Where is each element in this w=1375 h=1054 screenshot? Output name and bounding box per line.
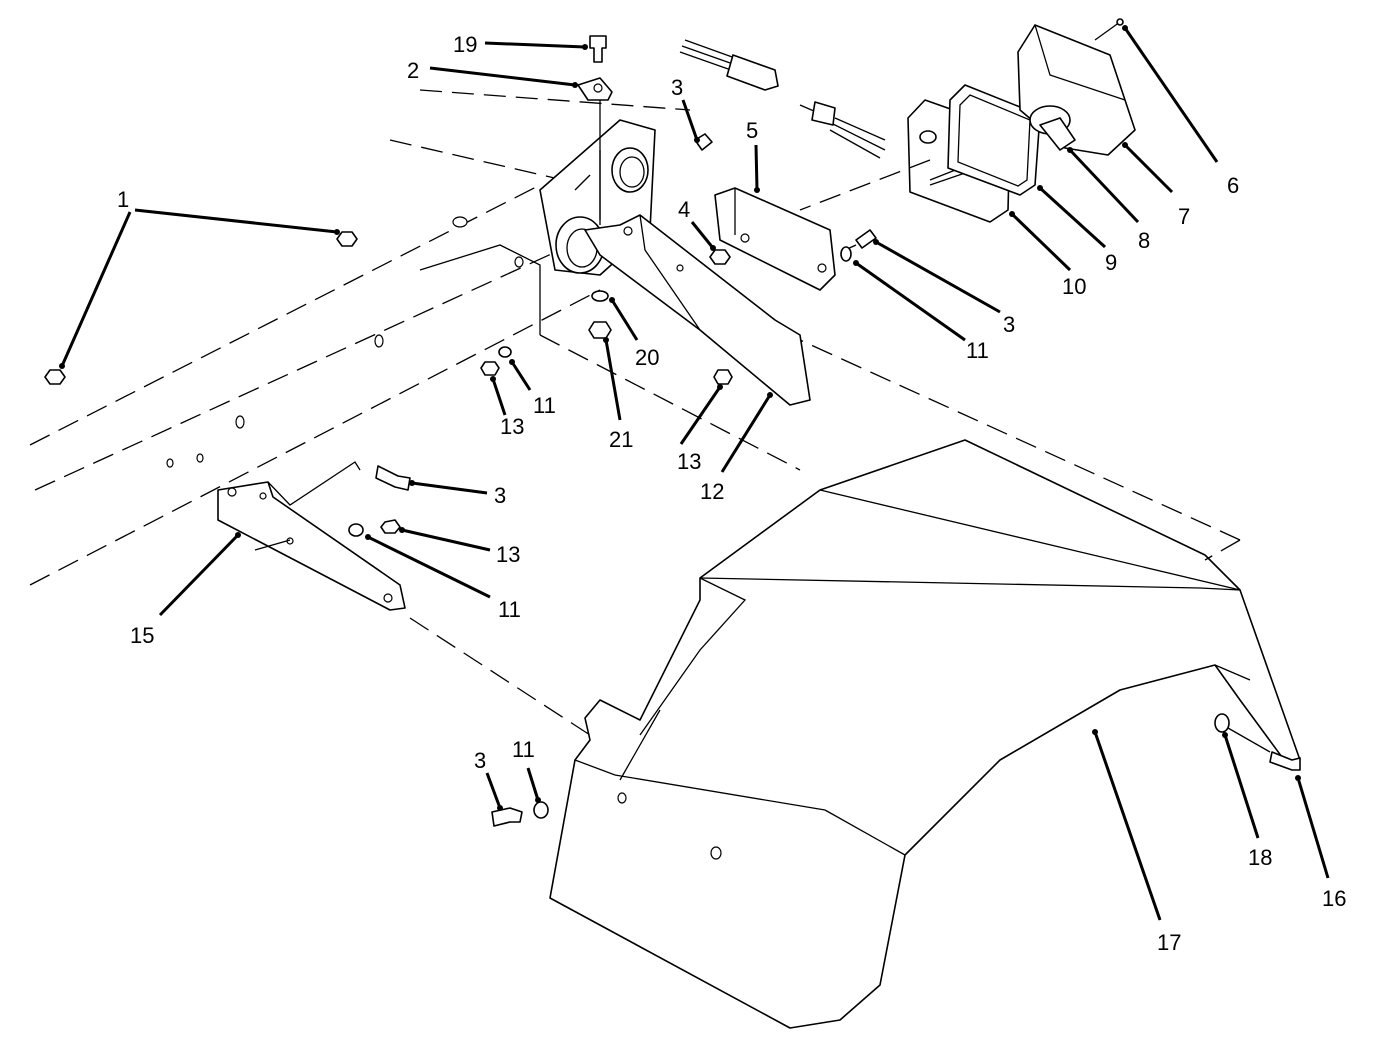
alignment-lines [409,159,1241,736]
callout-13: 13 [677,449,701,474]
bar-15 [217,461,406,611]
callout-8: 8 [1138,228,1150,253]
callout-3: 3 [474,748,486,773]
callout-5: 5 [746,118,758,143]
callout-11: 11 [498,597,521,622]
callout-3: 3 [1003,312,1015,337]
callout-18: 18 [1248,845,1272,870]
fender-17 [549,439,1301,1029]
bolt-19 [589,35,607,63]
callout-2: 2 [407,58,419,83]
gasket-9 [947,84,1041,196]
callout-9: 9 [1105,250,1117,275]
wire-harness [679,39,886,159]
callout-3: 3 [671,75,683,100]
callout-13: 13 [500,414,524,439]
clamp-2 [577,77,613,225]
callout-13: 13 [496,542,520,567]
callout-11: 11 [966,338,989,363]
callout-19: 19 [453,32,477,57]
callout-11: 11 [512,737,535,762]
callout-11: 11 [533,393,556,418]
screw-6 [1094,18,1124,41]
bracket-12 [584,214,811,406]
callout-6: 6 [1227,173,1239,198]
callout-3: 3 [494,483,506,508]
hardware [44,133,1301,827]
callout-15: 15 [130,623,154,648]
callout-1: 1 [117,187,129,212]
callout-16: 16 [1322,886,1346,911]
callout-17: 17 [1157,930,1181,955]
callout-leaders [59,25,1330,921]
callout-10: 10 [1062,274,1086,299]
bracket-5 [714,187,836,291]
callout-20: 20 [635,345,659,370]
callout-7: 7 [1178,204,1190,229]
callout-labels: 19 2 3 5 1 4 6 7 8 9 10 3 11 20 11 13 21… [117,32,1346,955]
callout-4: 4 [678,197,690,222]
frame-rail [29,89,801,586]
light-housing-7 [1017,24,1136,156]
callout-21: 21 [609,427,633,452]
callout-12: 12 [700,479,724,504]
